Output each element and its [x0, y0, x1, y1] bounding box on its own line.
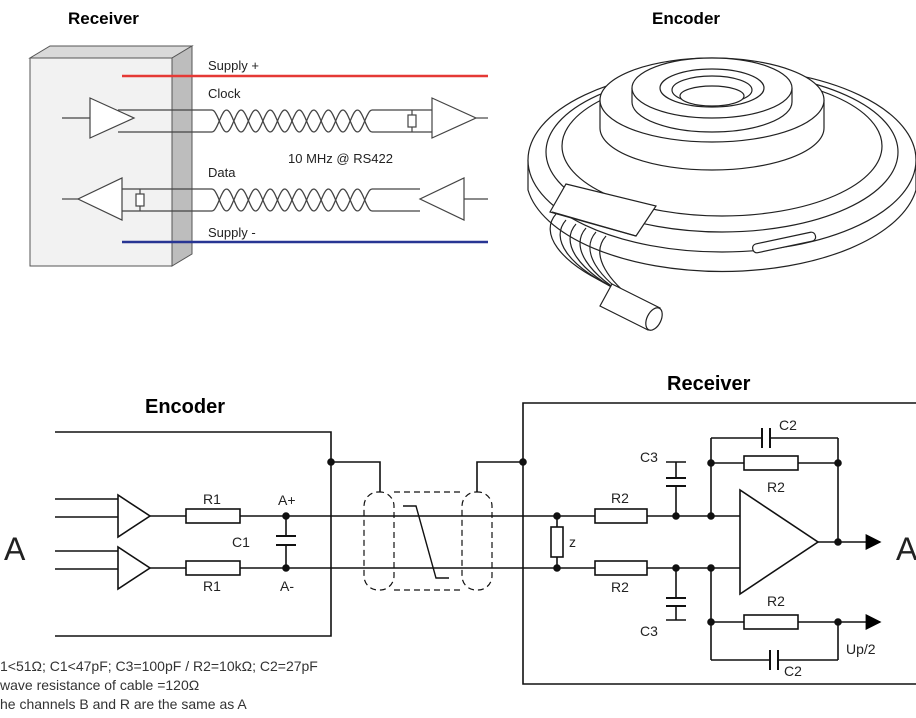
encoder-enclosure: [55, 431, 332, 637]
channels-note: he channels B and R are the same as A: [0, 696, 247, 712]
r2-bottom-resistor: [594, 560, 648, 576]
channel-in-label: A: [4, 531, 26, 567]
r1-bottom-resistor: [185, 560, 241, 576]
heading-bottom-encoder: Encoder: [145, 396, 225, 418]
data-label: Data: [208, 165, 236, 180]
r2-feedback-bottom-resistor: [743, 614, 799, 630]
driver-a-minus-icon: [117, 545, 152, 591]
cable-shield-left: [363, 491, 395, 591]
c3-bottom-label: C3: [640, 623, 658, 639]
r1-bottom-label: R1: [203, 578, 221, 594]
clock-driver-icon: [89, 97, 136, 139]
r2-feedback-top-resistor: [743, 455, 799, 471]
r2-bottom-label: R2: [611, 579, 629, 595]
driver-a-plus-icon: [117, 493, 152, 539]
a-plus-label: A+: [278, 492, 296, 508]
r2-feedback-top-label: R2: [767, 479, 785, 495]
clock-label: Clock: [208, 86, 241, 101]
a-minus-label: A-: [280, 578, 294, 594]
clock-receiver-icon: [431, 97, 478, 139]
z-termination-resistor: [550, 526, 564, 558]
rate-label: 10 MHz @ RS422: [288, 151, 393, 166]
r1-top-resistor: [185, 508, 241, 524]
data-receiver-icon: [76, 177, 123, 221]
z-label: z: [569, 534, 576, 550]
r2-top-resistor: [594, 508, 648, 524]
c1-label: C1: [232, 534, 250, 550]
cable-shield-right: [461, 491, 493, 591]
component-values-note: 1<51Ω; C1<47pF; C3=100pF / R2=10kΩ; C2=2…: [0, 658, 318, 674]
opamp-icon: [739, 488, 820, 596]
heading-bottom-receiver: Receiver: [667, 373, 751, 395]
rs422-circuit-diagram: [55, 402, 916, 685]
data-driver-icon: [418, 177, 465, 221]
rs422-wiring-diagram: Supply + Supply - Clock 10 MHz @ RS422 D…: [28, 45, 488, 267]
r1-top-label: R1: [203, 491, 221, 507]
channel-out-label: A: [896, 531, 916, 567]
heading-top-receiver: Receiver: [68, 9, 139, 28]
encoder-illustration: [527, 57, 916, 331]
r2-feedback-bottom-label: R2: [767, 593, 785, 609]
c2-bottom-label: C2: [784, 663, 802, 679]
receiver-box-top: [28, 45, 194, 59]
supply-plus-label: Supply +: [208, 58, 259, 73]
up2-label: Up/2: [846, 641, 876, 657]
cable-impedance-note: wave resistance of cable =120Ω: [0, 677, 200, 693]
c3-top-label: C3: [640, 449, 658, 465]
circuit-labels: A A R1 R1 A+ A- C1 R2 R2 C3 C3 C2 C2 R2 …: [4, 417, 916, 679]
receiver-box-front: [29, 57, 173, 267]
receiver-enclosure: [522, 402, 916, 685]
heading-top-encoder: Encoder: [652, 9, 720, 28]
c2-top-label: C2: [779, 417, 797, 433]
r2-top-label: R2: [611, 490, 629, 506]
receiver-box-side: [171, 45, 193, 267]
clock-termination-resistor: [407, 114, 417, 128]
supply-minus-label: Supply -: [208, 225, 256, 240]
data-termination-resistor: [135, 193, 145, 207]
